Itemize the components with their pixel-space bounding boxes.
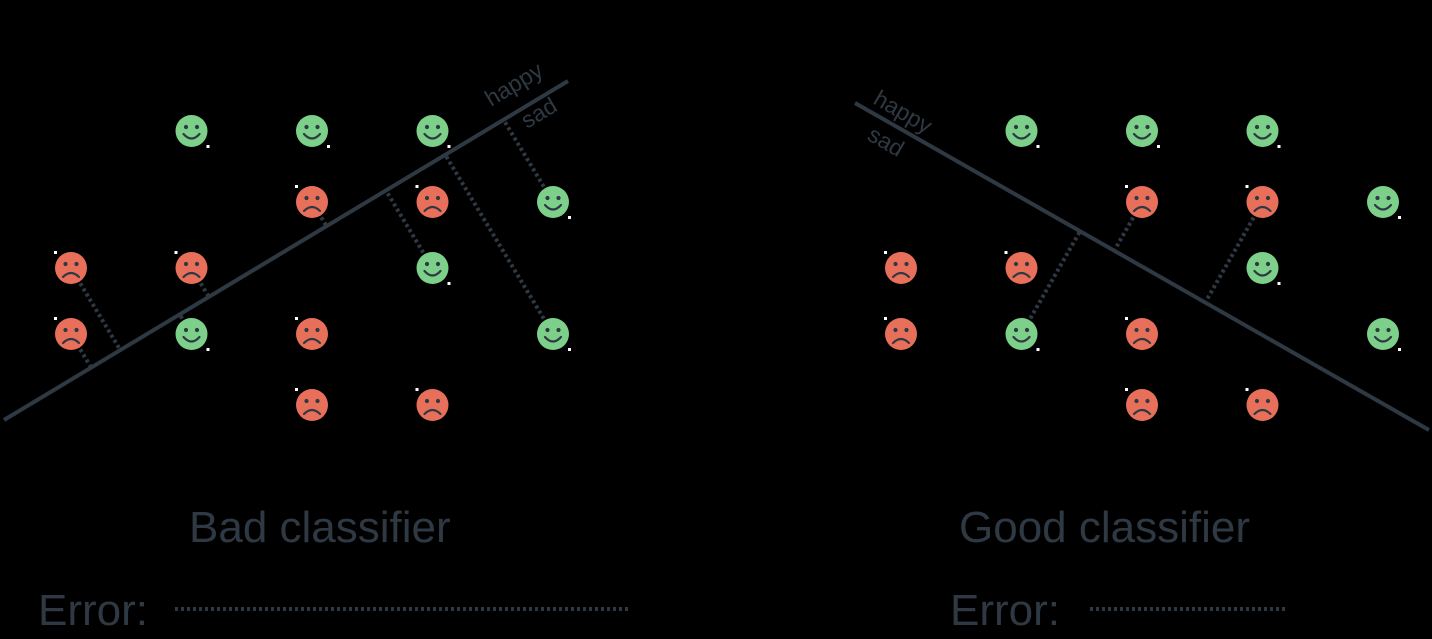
happy-face-icon [175,318,210,351]
good-misclassification-distances [1028,216,1256,320]
distance-line [78,282,123,352]
happy-face-icon [1005,115,1040,148]
happy-face-icon [296,115,330,148]
sad-face-icon [295,388,328,421]
sad-face-icon [415,185,449,218]
happy-face-icon [1126,115,1160,148]
bad-error-label: Error: [38,586,148,635]
happy-face-icon [416,115,451,148]
good-classifier-panel: happy sad [854,85,1430,611]
good-sad-side-label: sad [864,121,909,162]
happy-face-icon [537,318,571,351]
sad-face-icon [1245,388,1279,421]
sad-face-icon [1004,251,1038,284]
sad-face-icon [174,251,208,284]
distance-line [501,118,546,188]
happy-face-icon [537,186,571,219]
bad-boundary-line [2,79,570,422]
happy-face-icon [1367,186,1401,219]
sad-face-icon [884,317,917,350]
happy-face-icon [1005,318,1040,351]
happy-face-icon [1246,115,1281,148]
good-error-label: Error: [950,586,1060,635]
happy-face-icon [1367,318,1401,351]
sad-face-icon [884,251,917,284]
good-points [884,115,1401,421]
bad-misclassification-distances [78,118,546,369]
distance-line [177,313,184,320]
sad-face-icon [1125,388,1158,421]
good-classifier-title: Good classifier [959,503,1251,552]
distance-line [78,348,93,369]
bad-sad-side-label: sad [516,92,561,133]
happy-face-icon [175,115,210,148]
sad-face-icon [54,317,87,350]
sad-face-icon [1245,185,1279,218]
distance-line [384,189,425,254]
bad-classifier-title: Bad classifier [189,503,451,552]
distance-line [1112,216,1135,252]
distance-line [443,153,546,320]
sad-face-icon [1125,317,1158,350]
bad-points [54,115,571,421]
happy-face-icon [416,252,451,285]
good-boundary-line [854,101,1430,432]
happy-face-icon [1246,252,1281,285]
distance-line [199,282,211,298]
distance-line [1203,216,1256,304]
distance-line [1028,230,1082,320]
sad-face-icon [295,317,328,350]
sad-face-icon [415,388,449,421]
sad-face-icon [54,251,87,284]
sad-face-icon [1125,185,1158,218]
sad-face-icon [295,185,328,218]
